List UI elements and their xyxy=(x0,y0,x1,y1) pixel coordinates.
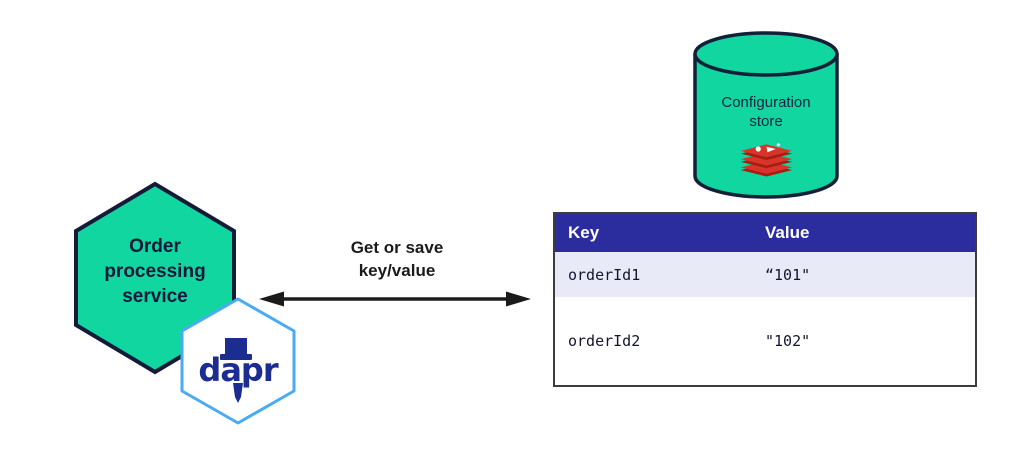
dapr-hat-icon xyxy=(220,338,252,360)
dapr-hexagon-shape: dapr xyxy=(180,297,296,425)
arrow-label: Get or save key/value xyxy=(307,236,487,282)
dapr-badge: dapr xyxy=(179,297,297,425)
table-row: orderId1 “101" xyxy=(555,252,975,297)
configuration-store-node: Configuration store xyxy=(692,30,840,200)
kv-header-key: Key xyxy=(568,223,600,242)
cell-value: “101" xyxy=(765,265,811,284)
cell-value: "102" xyxy=(765,332,811,350)
dapr-tie-icon xyxy=(233,383,243,403)
cell-key: orderId2 xyxy=(568,332,641,350)
dapr-wordmark: dapr xyxy=(198,351,278,389)
service-label: Order processing service xyxy=(71,181,239,375)
bidirectional-arrow xyxy=(255,288,535,310)
service-label-line: Order xyxy=(129,235,181,257)
kv-table-header: Key Value xyxy=(555,214,975,252)
cylinder-shape xyxy=(693,31,839,199)
cell-key: orderId1 xyxy=(568,265,641,284)
service-label-line: service xyxy=(122,285,188,307)
store-label-line: Configuration xyxy=(721,94,811,111)
table-row: orderId2 "102" xyxy=(555,297,975,385)
store-label-line: store xyxy=(749,113,783,130)
kv-header-value: Value xyxy=(765,223,810,242)
service-label-line: processing xyxy=(104,260,206,282)
arrow-label-line: key/value xyxy=(358,261,436,280)
arrow-label-line: Get or save xyxy=(350,238,444,257)
store-label: Configuration store xyxy=(692,93,840,131)
kv-table: Key Value orderId1 “101" orderId2 "102" xyxy=(553,212,977,387)
redis-icon xyxy=(740,143,793,177)
arrow-icon xyxy=(259,291,531,307)
